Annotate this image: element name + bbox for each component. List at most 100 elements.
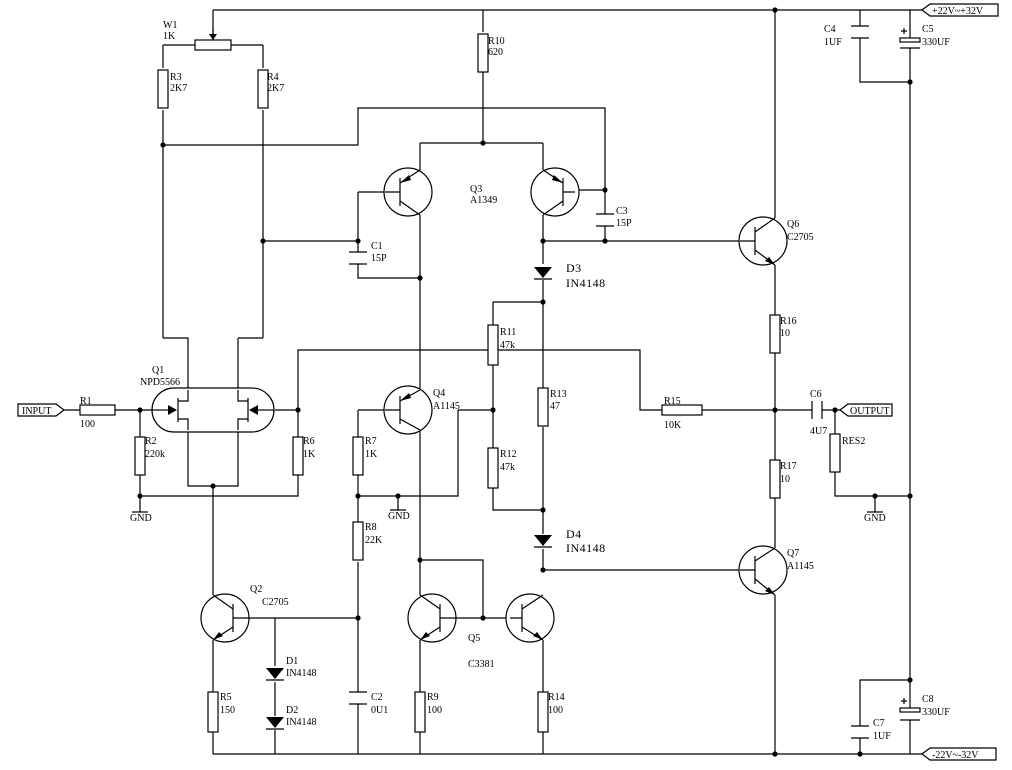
label-r2-ref: R2 [145, 436, 157, 447]
label-r15-ref: R15 [664, 396, 681, 407]
label-r6-value: 1K [303, 449, 316, 460]
resistor-r4 [257, 69, 269, 109]
label-r16-ref: R16 [780, 316, 797, 327]
label-q7-ref: Q7 [787, 548, 799, 559]
label-c8-value: 330UF [922, 707, 950, 718]
capacitor-c1 [349, 251, 367, 265]
label-d1-value: IN4148 [286, 668, 317, 679]
transistors [151, 167, 788, 643]
label-r15-value: 10K [664, 420, 682, 431]
wires [62, 9, 958, 755]
label-r4-value: 2K7 [267, 83, 284, 94]
resistor-r16 [769, 314, 781, 354]
label-r14-ref: R14 [548, 692, 565, 703]
diode-d3 [534, 267, 552, 280]
label-q6-ref: Q6 [787, 219, 799, 230]
label-d3-ref: D3 [566, 261, 582, 275]
label-c7-ref: C7 [873, 718, 885, 729]
label-d2-value: IN4148 [286, 717, 317, 728]
diode-d1 [266, 668, 284, 681]
label-gnd-1: GND [130, 513, 152, 524]
label-d4-ref: D4 [566, 527, 582, 541]
label-c3-ref: C3 [616, 206, 628, 217]
label-c5-ref: C5 [922, 24, 934, 35]
port-vpos-label: +22V~+32V [932, 6, 984, 17]
transistor-q5-right [505, 593, 555, 643]
transistor-q3-left [383, 167, 433, 217]
label-gnd-3: GND [864, 513, 886, 524]
transistor-q4 [383, 385, 433, 435]
label-r7-value: 1K [365, 449, 378, 460]
resistor-r9 [414, 691, 426, 733]
label-c5-value: 330UF [922, 37, 950, 48]
label-q5-value: C3381 [468, 659, 495, 670]
label-q4-value: A1145 [433, 401, 460, 412]
label-c2-value: 0U1 [371, 705, 388, 716]
label-r7-ref: R7 [365, 436, 377, 447]
transistor-q6 [738, 216, 788, 266]
label-r17-ref: R17 [780, 461, 797, 472]
label-q3-ref: Q3 [470, 184, 482, 195]
label-r14-value: 100 [548, 705, 563, 716]
resistor-r3 [157, 69, 169, 109]
label-r3-ref: R3 [170, 72, 182, 83]
resistor-r2 [134, 436, 146, 476]
label-w1-value: 1K [163, 31, 176, 42]
label-r16-value: 10 [780, 328, 790, 339]
capacitor-c7 [851, 725, 869, 739]
label-r4-ref: R4 [267, 72, 279, 83]
label-c6-value: 4U7 [810, 426, 827, 437]
label-r10-value: 620 [488, 47, 503, 58]
ground-icon [390, 496, 406, 511]
port-vneg: -22V~-32V [921, 747, 997, 761]
label-d1-ref: D1 [286, 656, 298, 667]
label-r6-ref: R6 [303, 436, 315, 447]
resistor-r8 [352, 521, 364, 561]
label-q3-value: A1349 [470, 195, 497, 206]
capacitor-c3 [596, 213, 614, 227]
label-q2-ref: Q2 [250, 584, 262, 595]
resistor-r14 [537, 691, 549, 733]
resistor-r1 [79, 404, 116, 416]
diode-d4 [534, 535, 552, 548]
resistor-r17 [769, 459, 781, 499]
label-r11-ref: R11 [500, 327, 516, 338]
resistor-r13 [537, 387, 549, 427]
capacitor-c5 [899, 28, 921, 49]
label-r9-ref: R9 [427, 692, 439, 703]
label-r13-ref: R13 [550, 389, 567, 400]
label-r8-value: 22K [365, 535, 383, 546]
port-vneg-label: -22V~-32V [932, 750, 979, 761]
label-r1-value: 100 [80, 419, 95, 430]
label-d2-ref: D2 [286, 705, 298, 716]
junctions [137, 7, 913, 757]
port-input: INPUT [17, 403, 65, 417]
label-c8-ref: C8 [922, 694, 934, 705]
port-input-label: INPUT [22, 406, 51, 417]
resistor-res2 [829, 433, 841, 473]
label-r1-ref: R1 [80, 396, 92, 407]
transistor-q2 [200, 593, 275, 643]
capacitor-c2 [349, 691, 367, 705]
label-w1-ref: W1 [163, 20, 177, 31]
label-r10-ref: R10 [488, 36, 505, 47]
diode-d2 [266, 717, 284, 730]
ground-symbols [132, 496, 883, 513]
label-r17-value: 10 [780, 474, 790, 485]
label-r9-value: 100 [427, 705, 442, 716]
label-q7-value: A1145 [787, 561, 814, 572]
label-q1-value: NPD5566 [140, 377, 180, 388]
label-q5-ref: Q5 [468, 633, 480, 644]
transistor-q5-left [407, 593, 483, 643]
label-d3-value: IN4148 [566, 276, 606, 290]
resistor-r5 [207, 691, 219, 733]
resistor-r7 [352, 436, 364, 476]
label-q2-value: C2705 [262, 597, 289, 608]
label-q6-value: C2705 [787, 232, 814, 243]
label-q4-ref: Q4 [433, 388, 445, 399]
capacitor-c6 [811, 401, 823, 419]
capacitor-c8 [899, 698, 921, 721]
resistor-r11 [487, 324, 499, 366]
port-output: OUTPUT [839, 403, 893, 417]
